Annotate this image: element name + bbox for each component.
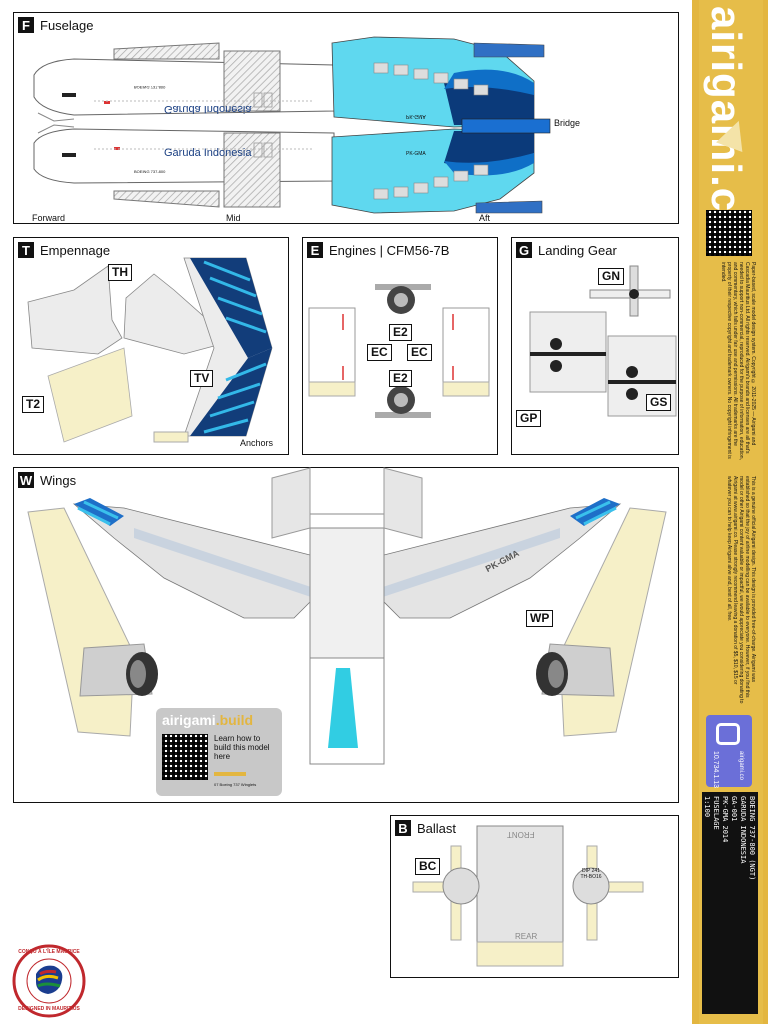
promo-caption: 07 Boeing 737 Winglets — [214, 782, 257, 787]
position-aft: Aft — [479, 213, 491, 223]
ballast-rear-label: REAR — [515, 932, 538, 941]
fuselage-panel: F Fuselage — [13, 12, 679, 224]
landing-gear-title-text: Landing Gear — [538, 242, 617, 258]
engines-letter: E — [307, 242, 323, 258]
spec-ladder: BOEING 737-800 (NGT) GARUDA INDONESIA GA… — [702, 792, 758, 1014]
promo-brand: airigami.build — [162, 712, 254, 728]
landing-gear-panel: G Landing Gear GN GP GS — [511, 237, 679, 455]
version-badge: airigami.co 10.734.1.13 — [706, 715, 752, 788]
engine-part-ec-left: EC — [367, 344, 392, 361]
ladder-row-5: FUSELAGE — [712, 796, 720, 830]
part-tv: TV — [190, 370, 214, 387]
registration-bottom: PK-GMA — [406, 151, 426, 157]
fuselage-title: F Fuselage — [18, 17, 93, 33]
small-text-top: BOEING 737-800 — [134, 85, 166, 90]
anchors-label: Anchors — [240, 438, 274, 448]
engine-part-ec-right: EC — [407, 344, 432, 361]
engines-drawing — [308, 284, 490, 418]
promo-text: Learn how to build this model here — [214, 734, 270, 761]
version-number: 10.734.1.13 — [712, 751, 719, 788]
ballast-title-text: Ballast — [417, 820, 457, 836]
gear-part-gn: GN — [598, 268, 624, 285]
arrow-icon — [214, 772, 246, 776]
empennage-drawing — [27, 257, 273, 443]
landing-gear-title: G Landing Gear — [516, 242, 617, 258]
wings-title: W Wings — [18, 472, 76, 488]
gear-part-gs: GS — [646, 394, 672, 411]
ballast-letter: B — [395, 820, 411, 836]
brand-sidebar: airigami.co Paper-based, scale model des… — [692, 0, 768, 1024]
landing-gear-letter: G — [516, 242, 532, 258]
fuselage-drawing — [33, 36, 551, 214]
part-th: TH — [108, 264, 132, 281]
ballast-panel: B Ballast BC FRONT REAR DIP 241 TH-BO16 — [390, 815, 679, 978]
livery-text: Garuda Indonesia — [164, 147, 252, 159]
ladder-row-6: 1:100 — [703, 796, 711, 818]
engine-part-e2-bottom: E2 — [389, 370, 412, 387]
ballast-drawing — [412, 825, 644, 967]
version-brand: airigami.co — [738, 751, 744, 781]
position-mid: Mid — [226, 213, 241, 223]
engines-title: E Engines | CFM56-7B — [307, 242, 449, 258]
empennage-letter: T — [18, 242, 34, 258]
engines-panel: E Engines | CFM56-7B E2 EC EC E2 — [302, 237, 498, 455]
ladder-row-1: BOEING 737-800 (NGT) — [748, 796, 756, 881]
fuselage-title-text: Fuselage — [40, 17, 94, 33]
wings-title-text: Wings — [40, 472, 77, 488]
ballast-front-label: FRONT — [507, 830, 535, 839]
part-t2: T2 — [22, 396, 45, 413]
small-text-bottom: BOEING 737-800 — [134, 169, 166, 174]
promo-card[interactable]: airigami.build Learn how to build this m… — [156, 708, 282, 796]
sidebar-qr[interactable] — [706, 210, 752, 256]
bridge-label: Bridge — [554, 118, 581, 128]
ballast-title: B Ballast — [395, 820, 456, 836]
wing-part-wp: WP — [526, 610, 554, 627]
gear-part-gp: GP — [516, 410, 542, 427]
ladder-row-4: PK-GMA 2014 — [721, 796, 729, 843]
fuselage-letter: F — [18, 17, 34, 33]
registration-top: PK-GMA — [406, 113, 426, 119]
seal-bottom-text: DESIGNED IN MAURITIUS — [18, 1006, 80, 1012]
wings-drawing — [27, 467, 667, 765]
sidebar-notice: This is a genuine official Airigami desi… — [726, 476, 756, 704]
seal-top-text: CONÇU À L'ÎLE MAURICE — [18, 949, 80, 955]
ladder-row-2: GARUDA INDONESIA — [739, 796, 747, 864]
mauritius-seal: CONÇU À L'ÎLE MAURICE DESIGNED IN MAURIT… — [12, 944, 86, 1018]
camera-icon — [716, 723, 740, 745]
brand-wordmark: airigami.co — [703, 6, 750, 239]
empennage-panel: T Empennage TH TV T2 Anchors — [13, 237, 289, 455]
empennage-title-text: Empennage — [40, 242, 111, 258]
wings-letter: W — [18, 472, 34, 488]
position-forward: Forward — [32, 213, 66, 223]
ladder-row-3: GA-001 — [730, 796, 738, 822]
engine-part-e2-top: E2 — [389, 324, 412, 341]
ballast-part-bc: BC — [415, 858, 441, 875]
wings-panel: W Wings WP PK-GMA airigami.build Le — [13, 467, 679, 803]
livery-text-mirrored: Garuda Indonesia — [164, 103, 252, 115]
ballast-center-text: DIP 241 TH-BO16 — [580, 868, 602, 880]
sidebar-copyright: Paper-based, scale model design system. … — [720, 262, 756, 460]
engines-title-text: Engines | CFM56-7B — [329, 242, 450, 258]
promo-qr[interactable] — [162, 734, 208, 780]
seal-drawing — [12, 944, 86, 1018]
empennage-title: T Empennage — [18, 242, 110, 258]
